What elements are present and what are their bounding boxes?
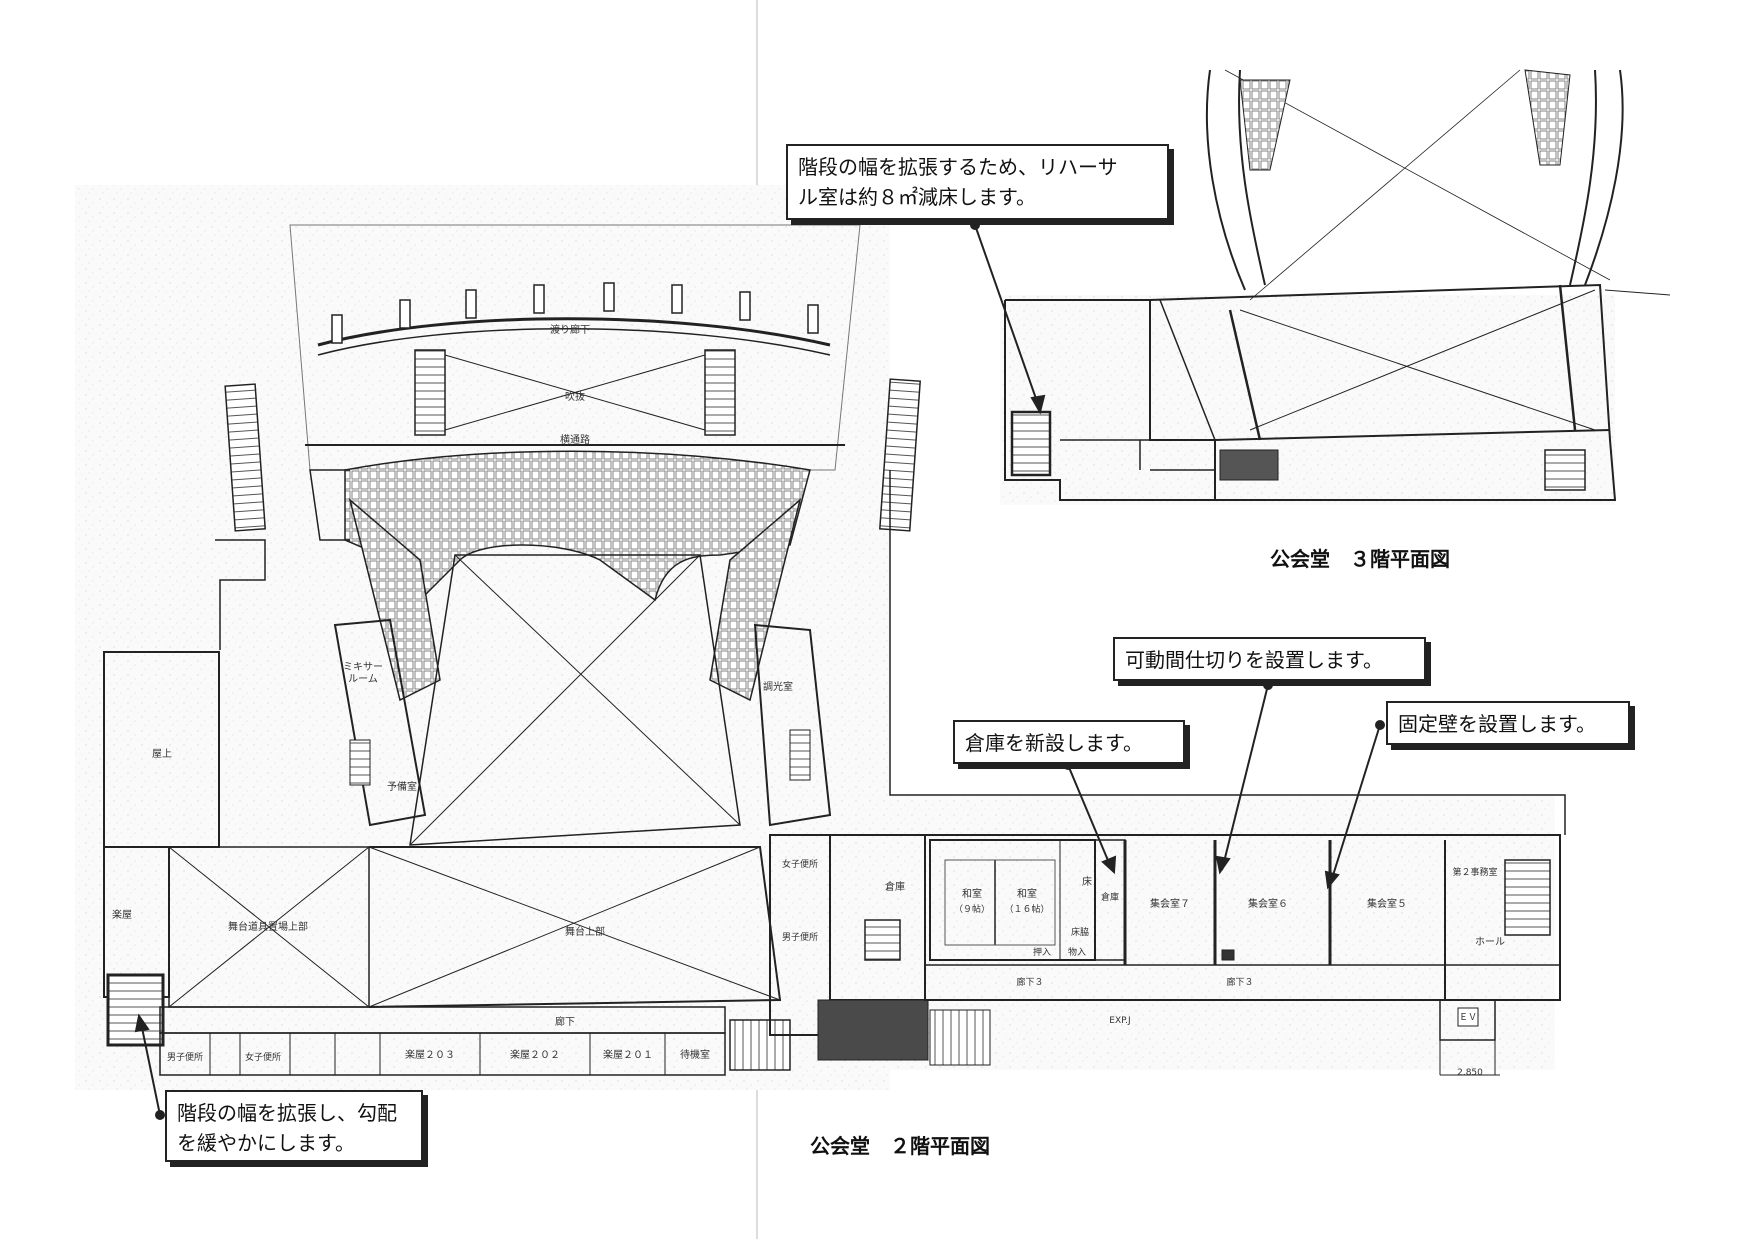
room-label: ミキサー xyxy=(343,661,383,673)
room-label: 吹抜 xyxy=(565,390,585,403)
room-label: 集会室６ xyxy=(1248,897,1288,910)
floor2-plan xyxy=(75,185,1566,1090)
room-label: 床 xyxy=(1082,875,1092,888)
room-label: 集会室５ xyxy=(1367,897,1407,910)
floor3-plan xyxy=(1000,69,1671,505)
room-label: EXP.J xyxy=(1109,1016,1130,1026)
floor3-caption: 公会堂 ３階平面図 xyxy=(1270,547,1450,571)
floor2-caption: 公会堂 ２階平面図 xyxy=(810,1134,990,1158)
room-label: 楽屋２０２ xyxy=(510,1048,560,1061)
room-label: 廊下３ xyxy=(1226,976,1253,988)
callout-fixed-wall: 固定壁を設置します。 xyxy=(1386,701,1630,745)
room-label: 楽屋 xyxy=(112,908,132,921)
room-label: 押入 xyxy=(1033,946,1051,958)
room-label: 舞台上部 xyxy=(565,925,605,938)
room-label: ＥＶ xyxy=(1459,1013,1477,1023)
room-label: 楽屋２０３ xyxy=(405,1048,455,1061)
room-label: 男子便所 xyxy=(782,931,818,943)
room-label: ルーム xyxy=(348,673,378,685)
room-label: 待機室 xyxy=(680,1048,710,1061)
room-label: 女子便所 xyxy=(782,858,818,870)
room-label: 物入 xyxy=(1068,946,1086,958)
callout-text: 固定壁を設置します。 xyxy=(1398,712,1596,736)
callout-new-storage: 倉庫を新設します。 xyxy=(953,720,1185,764)
room-label: 集会室７ xyxy=(1150,897,1190,910)
room-label: （９帖） xyxy=(954,903,990,915)
room-label: 2.850 xyxy=(1457,1068,1483,1078)
callout-movable-partition: 可動間仕切りを設置します。 xyxy=(1113,637,1426,681)
callout-text: を緩やかにします。 xyxy=(177,1131,355,1155)
room-label: 男子便所 xyxy=(167,1051,203,1063)
room-label: 横通路 xyxy=(560,433,590,446)
callout-text: ル室は約８㎡減床します。 xyxy=(798,185,1036,209)
callout-text: 階段の幅を拡張するため、リハーサ xyxy=(798,155,1118,179)
room-label: 倉庫 xyxy=(885,880,905,893)
room-label: 屋上 xyxy=(152,748,172,760)
callout-leaders xyxy=(134,220,1385,1120)
room-label: 和室 xyxy=(1017,887,1037,900)
room-label: 調光室 xyxy=(763,680,793,693)
callout-text: 倉庫を新設します。 xyxy=(965,731,1143,755)
room-label: 女子便所 xyxy=(245,1051,281,1063)
room-label: 第２事務室 xyxy=(1452,866,1497,878)
callout-rehearsal-room: 階段の幅を拡張するため、リハーサ ル室は約８㎡減床します。 xyxy=(786,144,1169,220)
room-label: 和室 xyxy=(962,887,982,900)
room-label: 舞台道具置場上部 xyxy=(228,920,308,933)
room-label: 倉庫 xyxy=(1101,891,1119,903)
room-label: ホール xyxy=(1475,936,1505,948)
room-label: 渡り廊下 xyxy=(550,323,590,336)
room-label: （１６帖） xyxy=(1004,903,1049,915)
callout-stairs-widening: 階段の幅を拡張し、勾配 を緩やかにします。 xyxy=(165,1090,423,1162)
room-label: 予備室 xyxy=(387,780,417,793)
room-label: 廊下３ xyxy=(1016,976,1043,988)
callout-text: 可動間仕切りを設置します。 xyxy=(1125,648,1383,672)
room-label: 床脇 xyxy=(1071,926,1089,938)
room-label: 楽屋２０１ xyxy=(603,1048,653,1061)
room-label: 廊下 xyxy=(555,1015,575,1028)
callout-text: 階段の幅を拡張し、勾配 xyxy=(177,1101,397,1125)
